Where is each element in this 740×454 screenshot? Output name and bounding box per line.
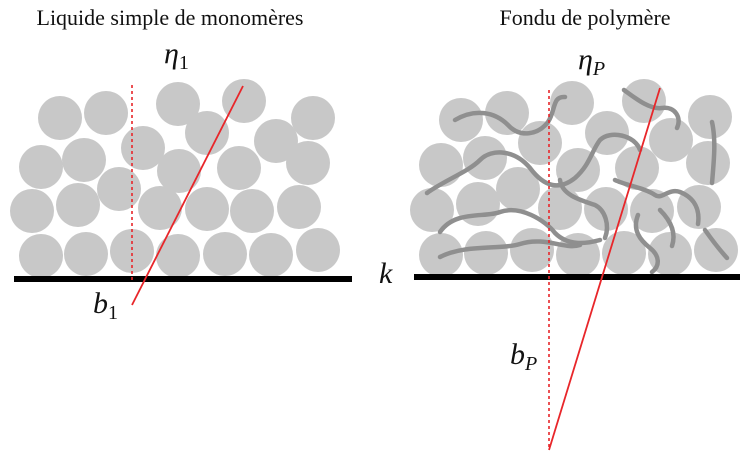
monomer-bead	[157, 149, 201, 193]
polymer-bead	[496, 167, 540, 211]
monomer-bead	[296, 228, 340, 272]
polymer-chain	[612, 177, 701, 227]
friction-coefficient-label: k	[379, 257, 393, 290]
polymer-chain	[657, 207, 676, 249]
polymer-chain	[557, 177, 610, 241]
polymer-bead	[585, 111, 629, 155]
polymer-bead	[584, 187, 628, 231]
right-slip-length-label: bP	[510, 338, 537, 375]
polymer-bead	[630, 189, 674, 233]
polymer-chain	[702, 227, 730, 261]
polymer-chain	[709, 119, 717, 186]
polymer-bead	[485, 91, 529, 135]
polymer-bead	[439, 98, 483, 142]
monomer-bead	[291, 96, 335, 140]
monomer-bead	[217, 146, 261, 190]
monomer-bead	[156, 82, 200, 126]
monomer-bead	[230, 189, 274, 233]
polymer-chain	[621, 87, 681, 131]
left-panel-title: Liquide simple de monomères	[37, 5, 304, 30]
monomer-bead	[97, 167, 141, 211]
polymer-chain	[452, 94, 568, 136]
monomer-bead	[110, 229, 154, 273]
polymer-bead	[694, 228, 738, 272]
polymer-bead	[510, 228, 554, 272]
monomer-bead	[62, 138, 106, 182]
right-viscosity-label: ηP	[578, 43, 605, 80]
monomer-beads	[10, 79, 340, 278]
monomer-bead	[19, 234, 63, 278]
monomer-bead	[156, 234, 200, 278]
polymer-bead	[419, 143, 463, 187]
polymer-bead	[649, 118, 693, 162]
left-velocity-profile-line	[131, 85, 244, 306]
monomer-bead	[56, 183, 100, 227]
right-panel: Fondu de polymère	[410, 5, 740, 451]
monomer-bead	[19, 145, 63, 189]
polymer-bead	[550, 81, 594, 125]
polymer-chain	[424, 132, 643, 196]
polymer-chains	[424, 87, 730, 275]
left-viscosity-label: η1	[164, 37, 189, 74]
right-panel-title: Fondu de polymère	[499, 5, 670, 30]
monomer-bead	[222, 79, 266, 123]
polymer-bead	[686, 141, 730, 185]
polymer-chain	[437, 239, 583, 260]
right-velocity-profile-line	[548, 87, 661, 451]
monomer-bead	[138, 186, 182, 230]
monomer-bead	[286, 141, 330, 185]
polymer-bead	[615, 146, 659, 190]
monomer-bead	[64, 232, 108, 276]
polymer-bead	[410, 188, 454, 232]
monomer-bead	[254, 119, 298, 163]
polymer-bead	[464, 231, 508, 275]
polymer-chain	[437, 208, 603, 246]
left-panel: Liquide simple de monomères	[10, 5, 352, 324]
monomer-bead	[249, 233, 293, 277]
monomer-bead	[185, 111, 229, 155]
monomer-bead	[10, 189, 54, 233]
polymer-bead	[688, 95, 732, 139]
polymer-chain	[633, 212, 660, 275]
left-slip-length-label: b1	[93, 287, 118, 324]
monomer-bead	[84, 91, 128, 135]
monomer-bead	[38, 96, 82, 140]
monomer-bead	[185, 187, 229, 231]
monomer-bead	[203, 232, 247, 276]
monomer-bead	[277, 185, 321, 229]
